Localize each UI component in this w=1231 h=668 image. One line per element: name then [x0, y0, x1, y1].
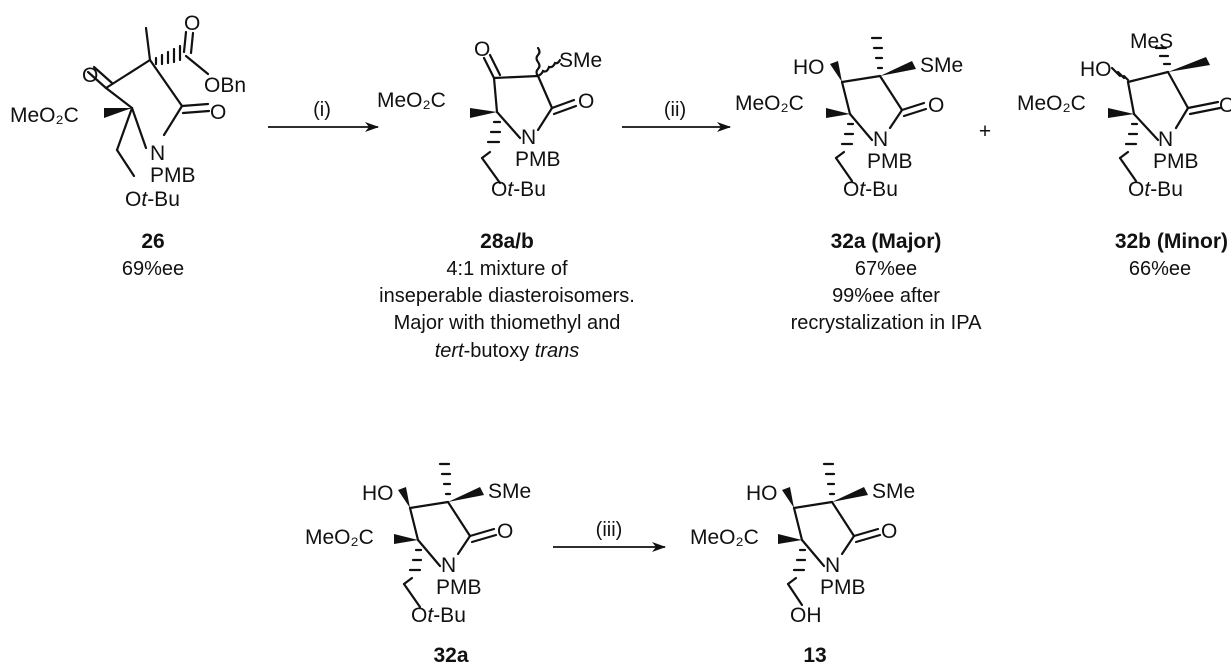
- hash-bond: [792, 548, 807, 572]
- compound-32a-bottom-name: 32a: [433, 644, 468, 667]
- reagent-label-i: (i): [313, 99, 331, 121]
- hash-bond: [840, 122, 855, 146]
- ketone-oxygen: O: [82, 64, 98, 87]
- compound-28ab-note-3: Major with thiomethyl and: [394, 312, 621, 334]
- thiomethyl-label: SMe: [920, 54, 963, 77]
- lactam-oxygen: O: [497, 520, 513, 543]
- nitrogen-label: N: [150, 142, 165, 165]
- compound-32b-minor: MeS HO O MeO₂C N PMB Ot-Bu 32b (Minor) 6…: [1017, 30, 1231, 280]
- compound-26-name: 26: [141, 230, 164, 253]
- compound-28ab-name: 28a/b: [480, 230, 534, 253]
- compound-28ab: O SMe O MeO₂C N PMB Ot-Bu 28a/b 4:1 mixt…: [377, 38, 635, 362]
- pmb-label: PMB: [515, 148, 561, 171]
- hash-bond: [154, 44, 182, 66]
- pmb-label: PMB: [820, 576, 866, 599]
- compound-28ab-note-2: inseperable diasteroisomers.: [379, 285, 635, 307]
- hydroxy-label: OH: [790, 604, 822, 627]
- ester-label: MeO₂C: [690, 526, 759, 549]
- hydroxyl-label: HO: [1080, 58, 1112, 81]
- hash-bond: [870, 36, 884, 70]
- compound-32a-major-name: 32a (Major): [831, 230, 942, 253]
- carboxyl-oxygen: O: [184, 12, 200, 35]
- tert-butoxy-label: Ot-Bu: [491, 178, 546, 201]
- tert-butoxy-label: Ot-Bu: [843, 178, 898, 201]
- reaction-arrow-iii: (iii): [553, 519, 666, 552]
- reagent-label-ii: (ii): [664, 99, 686, 121]
- compound-13-name: 13: [803, 644, 826, 667]
- pmb-label: PMB: [867, 150, 913, 173]
- nitrogen-label: N: [441, 554, 456, 577]
- compound-13: HO SMe O MeO₂C N PMB OH 13: [690, 462, 915, 667]
- ester-label: MeO₂C: [305, 526, 374, 549]
- hydroxyl-label: HO: [362, 482, 394, 505]
- tert-butoxy-label: Ot-Bu: [125, 188, 180, 211]
- reaction-arrow-ii: (ii): [622, 99, 731, 132]
- lactam-oxygen: O: [578, 90, 594, 113]
- compound-32a-ee-after: 99%ee after: [832, 285, 940, 307]
- compound-32a-major-bonds: [826, 36, 928, 183]
- hash-bond: [438, 462, 452, 496]
- compound-32a-bottom: HO SMe O MeO₂C N PMB Ot-Bu 32a: [305, 462, 531, 667]
- plus-sign: +: [979, 120, 991, 143]
- compound-32b-minor-name: 32b (Minor): [1115, 230, 1228, 253]
- nitrogen-label: N: [1158, 128, 1173, 151]
- reaction-arrow-i: (i): [268, 99, 379, 132]
- ester-label: MeO₂C: [735, 92, 804, 115]
- methylthio-label: MeS: [1130, 30, 1173, 53]
- compound-13-bonds: [778, 462, 882, 607]
- nitrogen-label: N: [825, 554, 840, 577]
- hash-bond: [1154, 46, 1172, 66]
- benzyloxy-label: OBn: [204, 74, 246, 97]
- hash-bond: [1110, 66, 1130, 82]
- ester-label: MeO₂C: [10, 104, 79, 127]
- compound-28ab-note-1: 4:1 mixture of: [446, 258, 568, 280]
- ketone-oxygen: O: [474, 38, 490, 61]
- compound-28ab-bonds: [470, 46, 578, 185]
- compound-32b-minor-bonds: [1108, 46, 1222, 183]
- nitrogen-label: N: [873, 128, 888, 151]
- compound-26-ee: 69%ee: [122, 258, 184, 280]
- ester-label: MeO₂C: [377, 89, 446, 112]
- compound-32a-recryst: recrystalization in IPA: [791, 312, 982, 334]
- compound-32a-major: HO SMe O MeO₂C N PMB Ot-Bu 32a (Major) 6…: [735, 36, 982, 334]
- pmb-label: PMB: [436, 576, 482, 599]
- compound-26: O O OBn O MeO₂C N PMB Ot-Bu 26 69%ee: [10, 12, 246, 280]
- hash-bond: [822, 462, 836, 496]
- hash-bond: [486, 120, 502, 144]
- tert-butoxy-label: Ot-Bu: [1128, 178, 1183, 201]
- hydroxyl-label: HO: [746, 482, 778, 505]
- pmb-label: PMB: [150, 164, 196, 187]
- thiomethyl-label: SMe: [872, 480, 915, 503]
- compound-26-bonds: [86, 26, 211, 178]
- hash-bond: [408, 548, 423, 572]
- thiomethyl-label: SMe: [559, 49, 602, 72]
- compound-32b-ee: 66%ee: [1129, 258, 1191, 280]
- pmb-label: PMB: [1153, 150, 1199, 173]
- compound-28ab-note-4: tert-butoxy trans: [435, 340, 580, 362]
- thiomethyl-label: SMe: [488, 480, 531, 503]
- nitrogen-label: N: [521, 126, 536, 149]
- hydroxyl-label: HO: [793, 56, 825, 79]
- lactam-oxygen: O: [210, 101, 226, 124]
- ester-label: MeO₂C: [1017, 92, 1086, 115]
- compound-32a-ee: 67%ee: [855, 258, 917, 280]
- hash-bond: [1124, 122, 1139, 146]
- tert-butoxy-label: Ot-Bu: [411, 604, 466, 627]
- reagent-label-iii: (iii): [596, 519, 623, 541]
- lactam-oxygen: O: [928, 94, 944, 117]
- lactam-oxygen: O: [881, 520, 897, 543]
- lactam-oxygen: O: [1219, 94, 1231, 117]
- compound-32a-bottom-bonds: [394, 462, 498, 609]
